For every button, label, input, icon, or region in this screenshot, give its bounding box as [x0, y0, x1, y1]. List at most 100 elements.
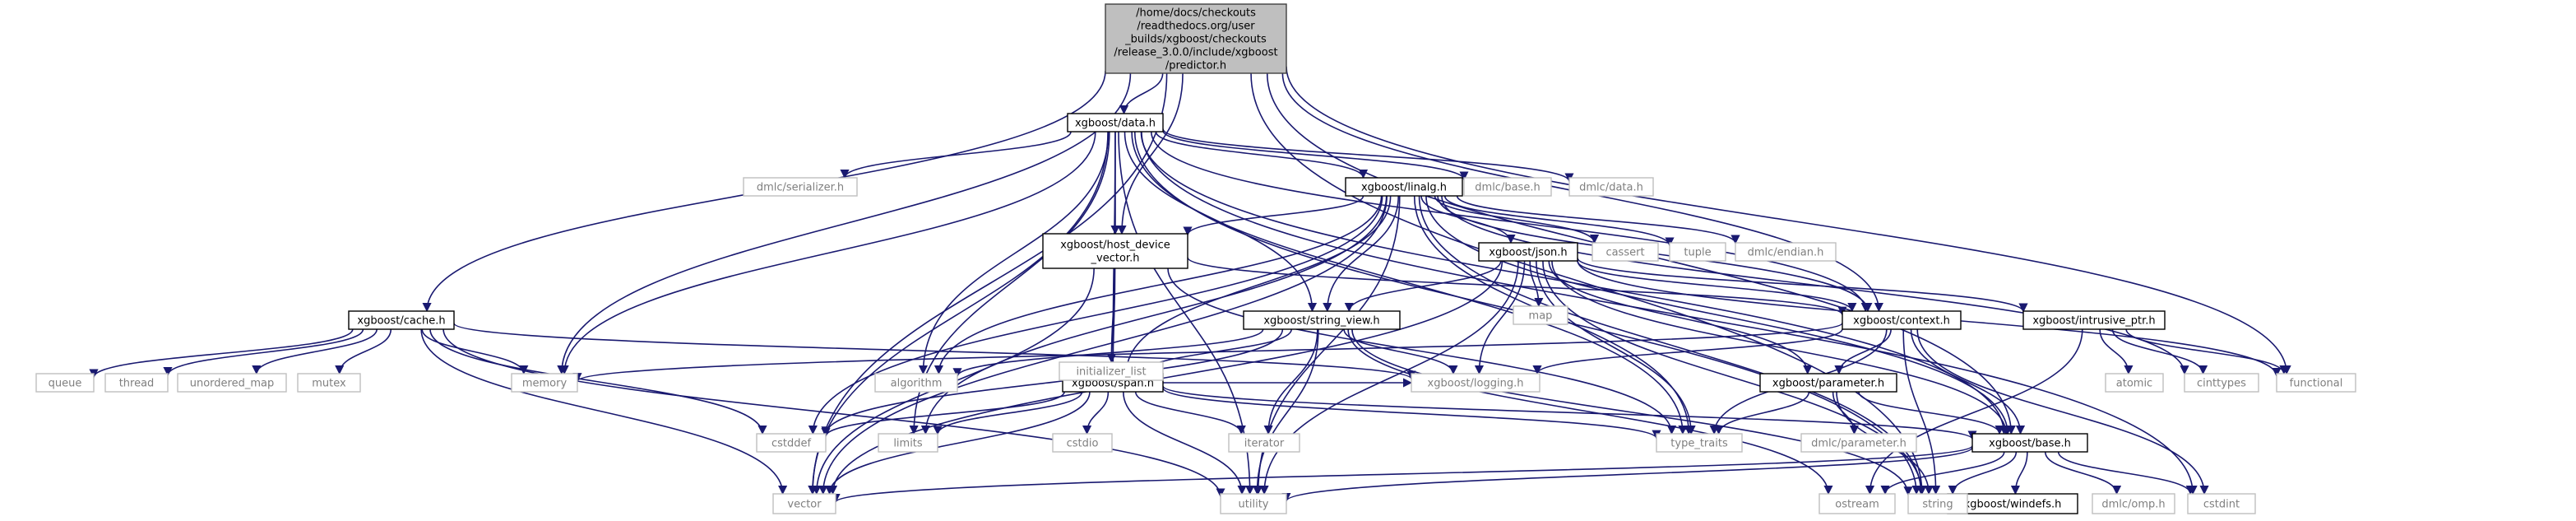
node-dmlc_data-label: dmlc/data.h: [1579, 182, 1643, 194]
node-initializer_list-label: initializer_list: [1076, 366, 1146, 379]
node-memory: memory: [511, 373, 578, 393]
node-thread-label: thread: [119, 378, 155, 390]
node-dmlc_base-label: dmlc/base.h: [1475, 182, 1540, 194]
edge-intrusive_ptr-to-functional: [2125, 328, 2289, 375]
node-string_view-label: xgboost/string_view.h: [1263, 315, 1379, 328]
node-predictor-label: _builds/xgboost/checkouts: [1124, 34, 1267, 46]
node-logging-box: [1411, 373, 1541, 393]
edge-span-to-limits: [933, 391, 1083, 435]
edge-base-to-ostream: [1880, 451, 2005, 495]
edge-linalg-to-string_view: [1323, 195, 1400, 313]
edge-base-to-dmlc_omp: [2044, 451, 2122, 495]
node-dmlc_data: dmlc/data.h: [1568, 177, 1654, 197]
edge-linalg-to-dmlc_endian: [1456, 195, 1740, 244]
node-vector-box: [772, 493, 836, 514]
edge-context-to-cstdint: [1916, 328, 2209, 495]
edge-data-to-dmlc_data: [1162, 128, 1574, 183]
edge-intrusive_ptr-to-atomic: [2099, 328, 2134, 375]
edge-data-to-linalg: [1155, 131, 1369, 179]
node-string-box: [1907, 493, 1968, 514]
node-algorithm-box: [874, 373, 958, 393]
edge-span-to-cstddef: [821, 391, 1065, 438]
node-atomic: atomic: [2105, 373, 2164, 393]
node-intrusive_ptr[interactable]: xgboost/intrusive_ptr.h: [2022, 310, 2166, 330]
node-dmlc_omp: dmlc/omp.h: [2092, 493, 2175, 514]
node-functional-label: functional: [2290, 378, 2343, 390]
node-initializer_list: initializer_list: [1059, 361, 1164, 381]
edge-data-to-dmlc_serializer: [840, 131, 1072, 179]
node-cinttypes: cinttypes: [2184, 373, 2259, 393]
node-utility: utility: [1220, 493, 1287, 514]
node-cstdint-box: [2187, 493, 2256, 514]
node-predictor-label: /predictor.h: [1165, 60, 1226, 72]
node-cstddef: cstddef: [756, 433, 827, 453]
node-mutex-label: mutex: [312, 378, 346, 390]
node-base-box: [1971, 433, 2088, 453]
node-dmlc_base: dmlc/base.h: [1463, 177, 1552, 197]
node-memory-label: memory: [522, 378, 568, 390]
node-host_device-label: _vector.h: [1091, 253, 1140, 265]
edge-string_view-to-cstddef: [821, 328, 1284, 436]
edge-context-to-parameter: [1834, 328, 1892, 375]
node-dmlc_omp-box: [2092, 493, 2175, 514]
node-cassert-label: cassert: [1605, 247, 1644, 259]
node-host_device[interactable]: xgboost/host_device_vector.h: [1042, 233, 1188, 269]
edge-string_view-to-string: [1351, 328, 1913, 496]
node-json[interactable]: xgboost/json.h: [1478, 242, 1578, 262]
edge-base-to-vector: [831, 444, 1973, 504]
node-context[interactable]: xgboost/context.h: [1842, 310, 1962, 330]
node-type_traits-label: type_traits: [1670, 438, 1728, 450]
node-cache[interactable]: xgboost/cache.h: [348, 310, 455, 330]
node-dmlc_endian: dmlc/endian.h: [1735, 242, 1837, 262]
node-memory-box: [511, 373, 578, 393]
node-base[interactable]: xgboost/base.h: [1971, 433, 2088, 453]
node-cstddef-box: [756, 433, 827, 453]
node-predictor[interactable]: /home/docs/checkouts/readthedocs.org/use…: [1105, 3, 1287, 74]
node-linalg[interactable]: xgboost/linalg.h: [1345, 177, 1463, 197]
edge-predictor-to-functional: [1286, 66, 2291, 375]
node-dmlc_serializer-box: [743, 177, 858, 197]
node-parameter[interactable]: xgboost/parameter.h: [1759, 373, 1897, 393]
edge-data-to-memory: [559, 131, 1096, 375]
edge-span-to-vector: [825, 391, 1091, 495]
node-limits: limits: [878, 433, 938, 453]
edge-linalg-to-span: [1121, 195, 1392, 375]
node-thread: thread: [104, 373, 169, 393]
node-initializer_list-box: [1059, 361, 1164, 381]
node-parameter-label: xgboost/parameter.h: [1772, 378, 1884, 390]
node-predictor-label: /home/docs/checkouts: [1136, 7, 1256, 20]
node-queue: queue: [35, 373, 95, 393]
node-iterator: iterator: [1228, 433, 1300, 453]
node-predictor-label: /readthedocs.org/user: [1137, 21, 1255, 33]
node-linalg-box: [1345, 177, 1463, 197]
nodes-layer: /home/docs/checkouts/readthedocs.org/use…: [35, 3, 2356, 514]
node-dmlc_endian-label: dmlc/endian.h: [1748, 247, 1824, 259]
node-utility-box: [1220, 493, 1287, 514]
node-tuple-label: tuple: [1684, 247, 1711, 259]
node-algorithm-label: algorithm: [891, 378, 943, 390]
edge-context-to-logging: [1532, 328, 1843, 375]
node-thread-box: [104, 373, 169, 393]
node-tuple-box: [1669, 242, 1726, 262]
node-dmlc_parameter-box: [1800, 433, 1917, 453]
node-queue-box: [35, 373, 95, 393]
node-limits-box: [878, 433, 938, 453]
edge-string_view-to-iterator: [1263, 328, 1318, 435]
node-cassert: cassert: [1591, 242, 1659, 262]
node-dmlc_base-box: [1463, 177, 1552, 197]
node-data[interactable]: xgboost/data.h: [1067, 113, 1164, 133]
node-map-box: [1513, 305, 1568, 325]
node-dmlc_endian-box: [1735, 242, 1837, 262]
edge-linalg-to-tuple: [1443, 195, 1675, 247]
edge-span-to-iterator: [1134, 391, 1246, 435]
edge-data-to-dmlc_base: [1162, 130, 1469, 181]
node-intrusive_ptr-box: [2022, 310, 2166, 330]
node-dmlc_parameter: dmlc/parameter.h: [1800, 433, 1917, 453]
node-cinttypes-box: [2184, 373, 2259, 393]
node-logging-label: xgboost/logging.h: [1428, 378, 1524, 390]
edge-base-to-utility: [1281, 446, 1973, 502]
node-string_view[interactable]: xgboost/string_view.h: [1243, 310, 1401, 330]
node-utility-label: utility: [1239, 499, 1269, 511]
edge-json-to-string_view: [1344, 260, 1502, 313]
node-windefs[interactable]: xgboost/windefs.h: [1947, 493, 2078, 514]
